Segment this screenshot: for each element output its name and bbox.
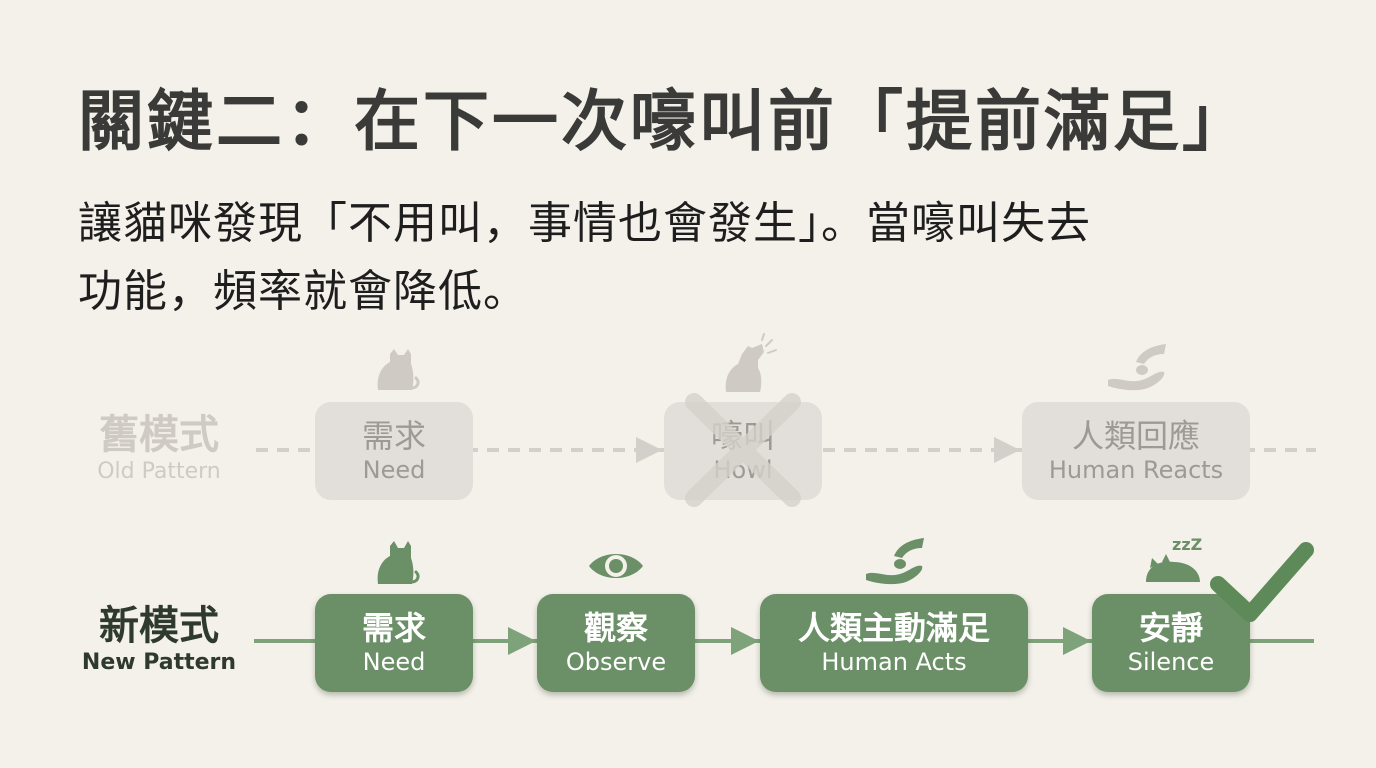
hand-giving-icon xyxy=(1108,344,1166,391)
new-pattern-label: 新模式 New Pattern xyxy=(76,603,242,677)
old-step-need: 需求 Need xyxy=(315,402,473,500)
new-step-observe-en: Observe xyxy=(565,648,667,676)
check-mark-icon xyxy=(1210,542,1314,622)
subtitle-line-2: 功能，頻率就會降低。 xyxy=(78,266,528,317)
sitting-cat-icon xyxy=(377,541,420,584)
new-step-silence-en: Silence xyxy=(1127,648,1215,676)
sitting-cat-icon xyxy=(377,349,420,390)
new-step-human-acts-zh: 人類主動滿足 xyxy=(797,609,990,647)
old-arrow-2 xyxy=(994,437,1020,463)
page-title: 關鍵二：在下一次嚎叫前「提前滿足」 xyxy=(78,83,1251,160)
old-step-need-zh: 需求 xyxy=(361,417,426,455)
new-step-need-en: Need xyxy=(362,648,426,676)
new-step-need: 需求 Need xyxy=(315,594,473,692)
eye-icon xyxy=(589,554,643,578)
new-step-silence: 安靜 Silence xyxy=(1092,594,1250,692)
new-step-human-acts-en: Human Acts xyxy=(821,648,967,676)
old-pattern-label-zh: 舊模式 xyxy=(99,412,219,458)
old-step-human-reacts: 人類回應 Human Reacts xyxy=(1022,402,1250,500)
new-arrow-1 xyxy=(508,627,536,655)
old-step-howl: 嚎叫 Howl xyxy=(664,402,822,500)
new-step-observe-zh: 觀察 xyxy=(583,609,648,647)
howling-cat-icon xyxy=(725,333,777,392)
subtitle-line-1: 讓貓咪發現「不用叫，事情也會發生」。當嚎叫失去 xyxy=(78,198,1091,249)
old-arrow-1 xyxy=(636,437,662,463)
new-pattern-label-en: New Pattern xyxy=(81,650,237,675)
old-step-human-reacts-en: Human Reacts xyxy=(1048,456,1224,484)
old-pattern-label-en: Old Pattern xyxy=(97,459,221,484)
old-pattern-label: 舊模式 Old Pattern xyxy=(84,412,234,486)
old-step-need-en: Need xyxy=(362,456,426,484)
new-step-observe: 觀察 Observe xyxy=(537,594,695,692)
old-step-human-reacts-zh: 人類回應 xyxy=(1071,417,1200,455)
new-arrow-2 xyxy=(731,627,759,655)
subtitle: 讓貓咪發現「不用叫，事情也會發生」。當嚎叫失去 功能，頻率就會降低。 xyxy=(78,190,1298,326)
new-step-silence-zh: 安靜 xyxy=(1138,609,1203,647)
hand-giving-icon xyxy=(866,538,924,585)
new-step-human-acts: 人類主動滿足 Human Acts xyxy=(760,594,1028,692)
cross-out-icon xyxy=(685,393,801,507)
new-arrow-3 xyxy=(1063,627,1091,655)
sleeping-cat-icon xyxy=(1146,554,1200,582)
new-pattern-label-zh: 新模式 xyxy=(99,603,219,649)
sleep-mark: zzZ xyxy=(1172,535,1202,554)
new-step-need-zh: 需求 xyxy=(361,609,426,647)
